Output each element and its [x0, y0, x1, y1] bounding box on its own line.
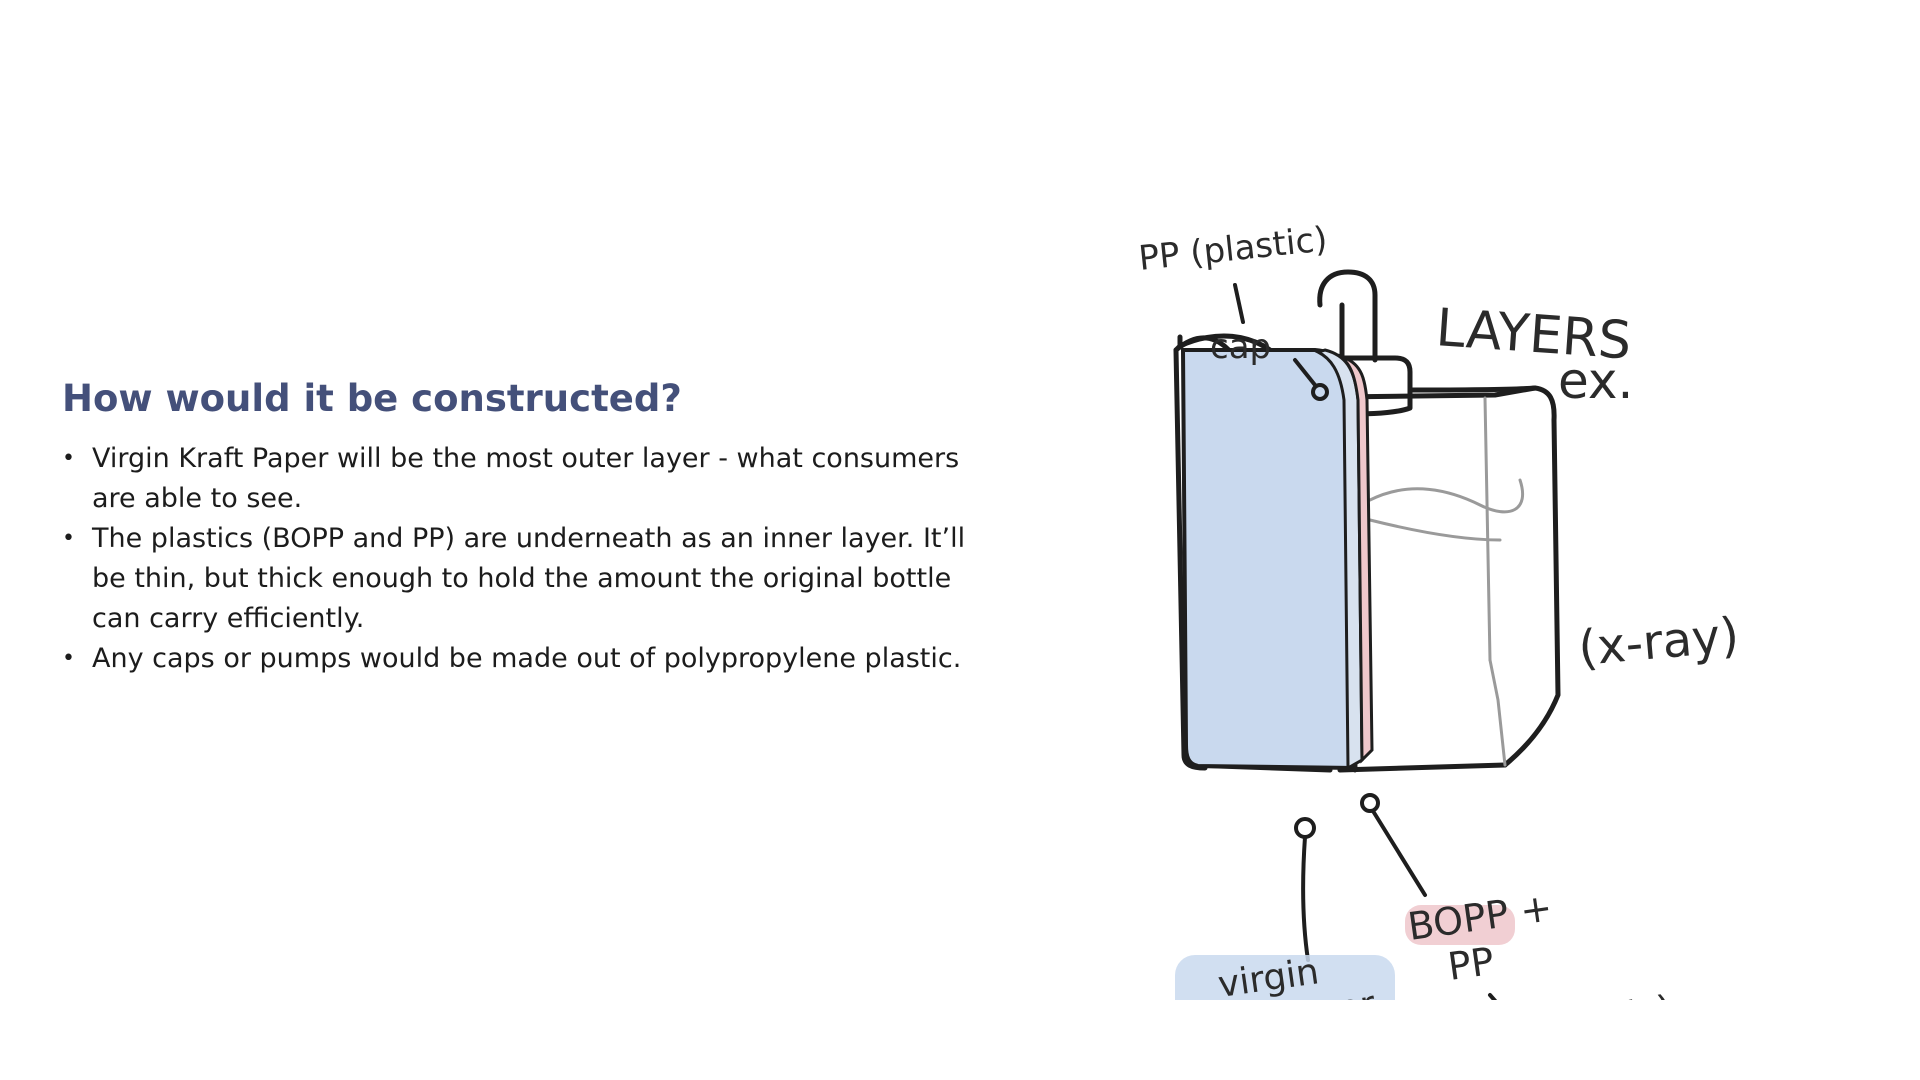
- bullet-dot: •: [62, 525, 75, 551]
- text-block: How would it be constructed? • Virgin Kr…: [62, 377, 982, 679]
- slide-heading: How would it be constructed?: [62, 377, 682, 420]
- bopp-marker: [1360, 793, 1380, 813]
- pp-leader: [1233, 283, 1245, 324]
- bottle-back-edge: [1483, 396, 1492, 662]
- kraft-marker: [1294, 817, 1316, 839]
- bullet-dot: •: [62, 445, 75, 471]
- cap-leader: [1293, 358, 1317, 387]
- bopp-label-highlight: [1405, 905, 1515, 945]
- plastic-leader: [1488, 993, 1498, 1000]
- liquid-line: [1368, 478, 1525, 514]
- label-cap: cap: [1210, 327, 1271, 367]
- bullet-list: • Virgin Kraft Paper will be the most ou…: [62, 439, 982, 679]
- bullet-item: • Virgin Kraft Paper will be the most ou…: [62, 439, 982, 519]
- bullet-text: Any caps or pumps would be made out of p…: [92, 642, 962, 674]
- bullet-item: • The plastics (BOPP and PP) are underne…: [62, 519, 982, 639]
- label-plastic: (plastic): [1524, 988, 1675, 1000]
- bullet-text: Virgin Kraft Paper will be the most oute…: [92, 442, 960, 514]
- label-pp-plastic: PP (plastic): [1137, 219, 1330, 279]
- bullet-text: The plastics (BOPP and PP) are underneat…: [92, 522, 966, 634]
- kraft-leader: [1301, 835, 1310, 962]
- kraft-label-highlight: [1175, 955, 1395, 1000]
- label-pp: PP: [1445, 939, 1497, 989]
- kraft-paper-layer: [1180, 348, 1358, 771]
- liquid-line-2: [1368, 518, 1502, 542]
- cap-marker: [1311, 383, 1329, 401]
- bottle-sketch: PP (plastic) cap LAYERS ex. (x-ray) virg…: [1137, 219, 1741, 1000]
- bullet-item: • Any caps or pumps would be made out of…: [62, 639, 982, 679]
- label-xray: (x-ray): [1576, 607, 1741, 677]
- bopp-leader: [1371, 809, 1427, 897]
- bullet-dot: •: [62, 645, 75, 671]
- bottle-back-corner: [1488, 658, 1507, 767]
- label-layers: LAYERS: [1434, 298, 1633, 371]
- bottle-right-edge: [1502, 417, 1561, 768]
- pump-nozzle: [1317, 269, 1378, 363]
- label-ex: ex.: [1558, 352, 1633, 410]
- bopp-layer: [1337, 353, 1374, 764]
